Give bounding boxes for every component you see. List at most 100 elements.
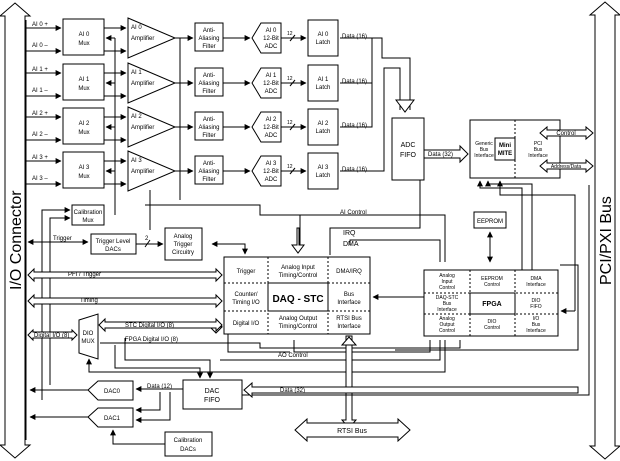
- svg-text:FIFO: FIFO: [400, 152, 416, 159]
- svg-text:RTSI Bus: RTSI Bus: [337, 428, 367, 435]
- svg-text:EEPROM: EEPROM: [481, 276, 503, 282]
- svg-text:AI 1: AI 1: [266, 73, 277, 79]
- control-label: Control: [556, 131, 575, 137]
- daq-stc: Trigger Analog Input Timing/Control DMA/…: [223, 256, 371, 335]
- svg-text:DACs: DACs: [180, 447, 196, 453]
- svg-text:Mux: Mux: [78, 130, 89, 136]
- svg-text:Amplifier: Amplifier: [131, 81, 154, 87]
- svg-text:Control: Control: [439, 285, 455, 291]
- pci-bus-label: PCI/PXI Bus: [598, 196, 615, 285]
- svg-text:DMA: DMA: [530, 276, 542, 282]
- fpga-title: FPGA: [482, 301, 501, 308]
- svg-text:DAC: DAC: [205, 388, 220, 395]
- svg-text:AI 2: AI 2: [79, 121, 90, 127]
- daq-stc-title: DAQ - STC: [272, 294, 323, 305]
- io-connector-label: I/O Connector: [8, 190, 25, 290]
- svg-text:Digital I/O: Digital I/O: [233, 321, 260, 327]
- svg-text:Control: Control: [439, 328, 455, 334]
- pci-pxi-bus: PCI/PXI Bus: [588, 1, 620, 460]
- svg-text:AI 2 –: AI 2 –: [32, 132, 48, 138]
- svg-text:Timing I/O: Timing I/O: [232, 300, 260, 306]
- svg-text:MITE: MITE: [498, 151, 512, 157]
- svg-text:Interface: Interface: [526, 328, 546, 334]
- svg-text:Analog: Analog: [439, 273, 455, 279]
- svg-text:DAC0: DAC0: [104, 389, 121, 395]
- svg-text:AI 1: AI 1: [131, 70, 142, 76]
- svg-text:Latch: Latch: [316, 129, 331, 135]
- ai-mux: AI 1 Mux: [62, 63, 105, 101]
- ai-control-label: AI Control: [340, 210, 367, 216]
- dac1: DAC1: [87, 407, 134, 428]
- svg-text:AI 1 –: AI 1 –: [32, 88, 48, 94]
- analog-trigger-circuitry: Analog Trigger Circuitry: [164, 227, 203, 261]
- svg-text:Control: Control: [484, 282, 500, 288]
- ai-amplifier: AI 1 Amplifier: [127, 62, 177, 104]
- svg-text:I/O: I/O: [533, 316, 540, 322]
- svg-text:EEPROM: EEPROM: [477, 219, 503, 225]
- svg-text:AI 3: AI 3: [131, 158, 142, 164]
- rtsi-bus: RTSI Bus: [294, 417, 411, 443]
- svg-text:12-Bit: 12-Bit: [263, 169, 279, 175]
- eeprom: EEPROM: [473, 211, 507, 229]
- svg-text:Filter: Filter: [202, 133, 215, 139]
- svg-text:AI 0: AI 0: [131, 25, 142, 31]
- svg-text:Mini: Mini: [499, 143, 511, 149]
- svg-text:AI 1: AI 1: [79, 77, 90, 83]
- svg-text:Counter/: Counter/: [234, 292, 257, 298]
- svg-text:Trigger: Trigger: [237, 269, 256, 275]
- svg-text:ADC: ADC: [401, 142, 416, 149]
- svg-text:Filter: Filter: [202, 177, 215, 183]
- svg-text:Output: Output: [439, 322, 455, 328]
- svg-text:Interface: Interface: [437, 307, 457, 313]
- svg-text:Data (16): Data (16): [342, 167, 367, 173]
- svg-text:Analog: Analog: [174, 234, 193, 240]
- ao-control-label: AO Control: [278, 353, 308, 359]
- svg-text:AI 2: AI 2: [266, 117, 277, 123]
- svg-text:Amplifier: Amplifier: [131, 125, 154, 131]
- irq-label: IRQ: [343, 230, 356, 237]
- svg-text:12: 12: [287, 120, 293, 126]
- svg-text:Analog Input: Analog Input: [281, 265, 315, 271]
- svg-text:Analog: Analog: [439, 316, 455, 322]
- svg-text:AI 2: AI 2: [318, 121, 329, 127]
- svg-text:DIO: DIO: [532, 298, 541, 304]
- calibration-mux: Calibration Mux: [71, 204, 105, 226]
- svg-text:PCI: PCI: [534, 141, 542, 147]
- ai-latch: AI 2 Latch: [307, 108, 339, 146]
- trigger-level-dacs: Trigger Level DACs: [90, 233, 137, 255]
- svg-text:AI 0 –: AI 0 –: [32, 43, 48, 49]
- svg-text:AI 0: AI 0: [266, 28, 277, 34]
- svg-text:Generic: Generic: [475, 141, 493, 147]
- svg-text:Bus: Bus: [534, 147, 543, 153]
- svg-text:Bus: Bus: [344, 292, 354, 298]
- svg-text:FIFO: FIFO: [530, 304, 541, 310]
- svg-text:AI 0 +: AI 0 +: [32, 22, 48, 28]
- svg-text:Trigger: Trigger: [174, 242, 193, 248]
- svg-text:Anti-: Anti-: [203, 117, 215, 123]
- svg-text:Mux: Mux: [78, 86, 89, 92]
- svg-text:12: 12: [287, 76, 293, 82]
- svg-text:AI 2 +: AI 2 +: [32, 111, 48, 117]
- svg-text:AI 3: AI 3: [318, 165, 329, 171]
- svg-text:Calibration: Calibration: [174, 438, 203, 444]
- svg-text:DAQ-STC: DAQ-STC: [436, 295, 459, 301]
- adc-data32-label: Data (32): [428, 152, 453, 158]
- svg-text:2: 2: [145, 236, 149, 242]
- trigger-label: Trigger: [53, 236, 72, 242]
- svg-text:Bus: Bus: [532, 322, 541, 328]
- svg-text:Data (16): Data (16): [342, 123, 367, 129]
- svg-text:DACs: DACs: [105, 247, 121, 253]
- svg-text:FIFO: FIFO: [204, 397, 220, 404]
